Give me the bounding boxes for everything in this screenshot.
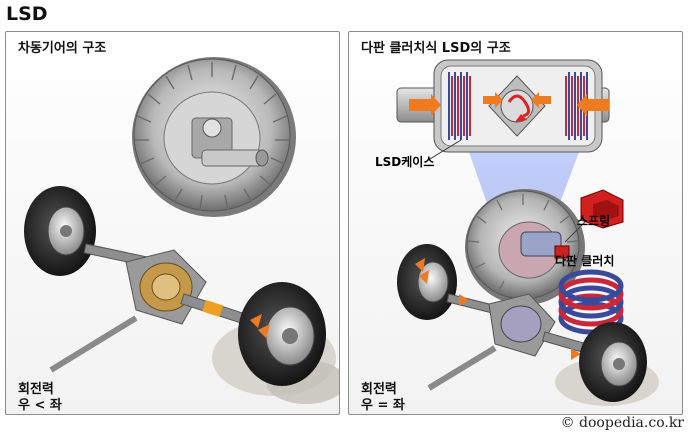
lsd-illustration bbox=[396, 59, 659, 406]
lsd-panel: 다판 클러치식 LSD의 구조 bbox=[348, 31, 683, 415]
torque-caption-left: 회전력 우 < 좌 bbox=[18, 382, 62, 414]
lsd-panel-title: 다판 클러치식 LSD의 구조 bbox=[361, 41, 511, 56]
rear-axle bbox=[49, 243, 244, 373]
lsd-torque-caption-value: 우 = 좌 bbox=[361, 398, 405, 413]
right-rear-wheel bbox=[238, 282, 326, 386]
lsd-case-label: LSD케이스 bbox=[375, 155, 435, 169]
lsd-right-wheel bbox=[579, 322, 647, 402]
differential-panel-title: 차동기어의 구조 bbox=[18, 41, 107, 56]
case-leader-line bbox=[424, 139, 462, 163]
left-rear-wheel bbox=[24, 186, 96, 276]
torque-caption-value: 우 < 좌 bbox=[18, 398, 62, 413]
lsd-torque-caption-label: 회전력 bbox=[361, 382, 397, 397]
copyright-notice: © doopedia.co.kr bbox=[560, 415, 684, 431]
spring-label: 스프링 bbox=[577, 214, 611, 228]
lsd-left-wheel bbox=[397, 244, 457, 320]
differential-panel: 차동기어의 구조 bbox=[5, 31, 340, 415]
differential-illustration bbox=[24, 57, 339, 404]
spring-part bbox=[580, 189, 624, 229]
ring-gear bbox=[132, 57, 296, 217]
page-title: LSD bbox=[6, 3, 48, 25]
clutch-label: 다판 클러치 bbox=[555, 254, 615, 268]
lsd-ring-gear bbox=[465, 189, 585, 305]
torque-caption-label: 회전력 bbox=[18, 382, 54, 397]
torque-caption-right: 회전력 우 = 좌 bbox=[361, 382, 405, 414]
lsd-case-cutaway bbox=[396, 59, 610, 153]
lsd-rear-axle bbox=[427, 293, 596, 391]
